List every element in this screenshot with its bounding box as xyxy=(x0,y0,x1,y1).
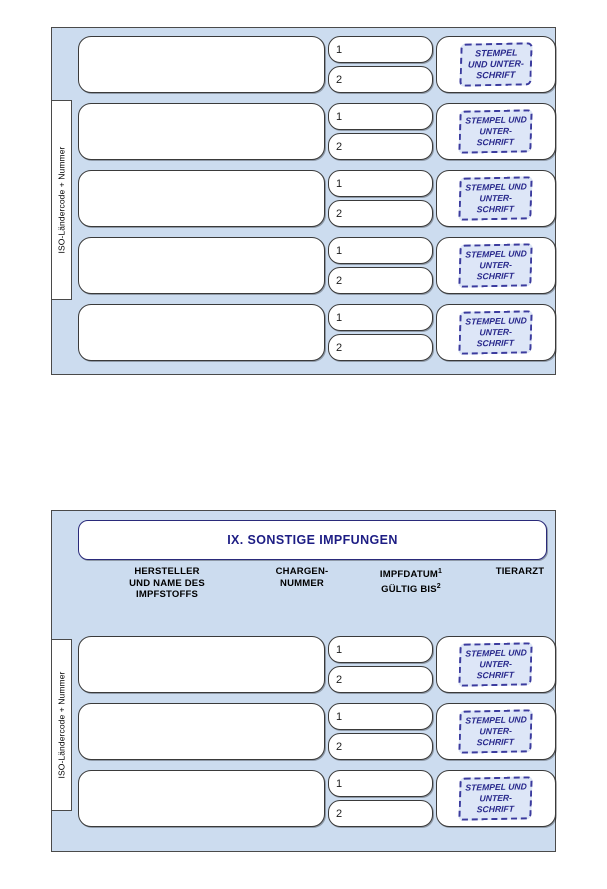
stamp-and-signature-mark: STEMPEL UND UNTER- SCHRIFT xyxy=(458,642,534,687)
vaccination-date-field[interactable]: 1 xyxy=(328,170,433,197)
vaccination-date-field[interactable]: 1 xyxy=(328,703,433,730)
veterinarian-stamp-field[interactable]: STEMPEL UND UNTER- SCHRIFT xyxy=(436,36,556,93)
valid-until-field[interactable]: 2 xyxy=(328,200,433,227)
section-title-box: IX. SONSTIGE IMPFUNGEN xyxy=(78,520,547,560)
veterinarian-stamp-field[interactable]: STEMPEL UND UNTER- SCHRIFT xyxy=(436,304,556,361)
vaccination-date-field[interactable]: 1 xyxy=(328,636,433,663)
column-headers: HERSTELLER UND NAME DES IMPFSTOFFS CHARG… xyxy=(78,566,547,612)
table-row: 1 2 STEMPEL UND UNTER- SCHRIFT xyxy=(78,304,556,361)
vaccination-date-field[interactable]: 1 xyxy=(328,304,433,331)
manufacturer-field[interactable] xyxy=(78,770,325,827)
valid-until-field[interactable]: 2 xyxy=(328,133,433,160)
column-header-manufacturer: HERSTELLER UND NAME DES IMPFSTOFFS xyxy=(129,566,205,600)
footnote-marker-2: 2 xyxy=(436,582,441,590)
valid-until-field[interactable]: 2 xyxy=(328,666,433,693)
column-header-veterinarian: TIERARZT xyxy=(495,566,545,577)
stamp-and-signature-mark: STEMPEL UND UNTER- SCHRIFT xyxy=(458,243,534,288)
vaccination-panel-bottom: IX. SONSTIGE IMPFUNGEN HERSTELLER UND NA… xyxy=(51,510,556,852)
manufacturer-field[interactable] xyxy=(78,237,325,294)
veterinarian-stamp-field[interactable]: STEMPEL UND UNTER- SCHRIFT xyxy=(436,170,556,227)
column-header-date: IMPFDATUM1 GÜLTIG BIS2 xyxy=(352,566,470,595)
footnote-marker-1: 1 xyxy=(438,568,443,575)
iso-country-code-label: ISO-Ländercode + Nummer xyxy=(56,146,67,254)
veterinarian-stamp-field[interactable]: STEMPEL UND UNTER- SCHRIFT xyxy=(436,703,556,760)
iso-country-code-tab: ISO-Ländercode + Nummer xyxy=(51,100,72,300)
table-row: 1 2 STEMPEL UND UNTER- SCHRIFT xyxy=(78,770,556,827)
table-row: 1 2 STEMPEL UND UNTER- SCHRIFT xyxy=(78,103,556,160)
valid-until-field[interactable]: 2 xyxy=(328,267,433,294)
stamp-and-signature-mark: STEMPEL UND UNTER- SCHRIFT xyxy=(458,176,534,221)
manufacturer-field[interactable] xyxy=(78,103,325,160)
valid-until-field[interactable]: 2 xyxy=(328,800,433,827)
stamp-and-signature-mark: STEMPEL UND UNTER- SCHRIFT xyxy=(458,709,534,754)
valid-until-field[interactable]: 2 xyxy=(328,733,433,760)
valid-until-field[interactable]: 2 xyxy=(328,66,433,93)
column-header-batch-number: CHARGEN- NUMMER xyxy=(275,566,329,589)
table-row: 1 2 STEMPEL UND UNTER- SCHRIFT xyxy=(78,703,556,760)
column-header-date-line2: GÜLTIG BIS xyxy=(381,583,437,595)
iso-country-code-label: ISO-Ländercode + Nummer xyxy=(56,671,67,779)
vaccination-date-field[interactable]: 1 xyxy=(328,36,433,63)
page-title: IX. SONSTIGE IMPFUNGEN xyxy=(227,533,398,547)
manufacturer-field[interactable] xyxy=(78,703,325,760)
veterinarian-stamp-field[interactable]: STEMPEL UND UNTER- SCHRIFT xyxy=(436,770,556,827)
manufacturer-field[interactable] xyxy=(78,36,325,93)
manufacturer-field[interactable] xyxy=(78,170,325,227)
stamp-and-signature-mark: STEMPEL UND UNTER- SCHRIFT xyxy=(458,776,534,821)
veterinarian-stamp-field[interactable]: STEMPEL UND UNTER- SCHRIFT xyxy=(436,103,556,160)
table-row: 1 2 STEMPEL UND UNTER- SCHRIFT xyxy=(78,636,556,693)
table-row: 1 2 STEMPEL UND UNTER- SCHRIFT xyxy=(78,36,556,93)
vaccination-panel-top: ISO-Ländercode + Nummer 1 2 STEMPEL UND … xyxy=(51,27,556,375)
veterinarian-stamp-field[interactable]: STEMPEL UND UNTER- SCHRIFT xyxy=(436,636,556,693)
iso-country-code-tab: ISO-Ländercode + Nummer xyxy=(51,639,72,811)
table-row: 1 2 STEMPEL UND UNTER- SCHRIFT xyxy=(78,170,556,227)
vaccination-date-field[interactable]: 1 xyxy=(328,103,433,130)
manufacturer-field[interactable] xyxy=(78,304,325,361)
vaccination-date-field[interactable]: 1 xyxy=(328,770,433,797)
stamp-and-signature-mark: STEMPEL UND UNTER- SCHRIFT xyxy=(458,109,534,154)
column-header-date-line1: IMPFDATUM xyxy=(379,569,438,581)
stamp-and-signature-mark: STEMPEL UND UNTER- SCHRIFT xyxy=(459,42,533,87)
stamp-and-signature-mark: STEMPEL UND UNTER- SCHRIFT xyxy=(458,310,534,355)
manufacturer-field[interactable] xyxy=(78,636,325,693)
table-row: 1 2 STEMPEL UND UNTER- SCHRIFT xyxy=(78,237,556,294)
valid-until-field[interactable]: 2 xyxy=(328,334,433,361)
veterinarian-stamp-field[interactable]: STEMPEL UND UNTER- SCHRIFT xyxy=(436,237,556,294)
vaccination-date-field[interactable]: 1 xyxy=(328,237,433,264)
